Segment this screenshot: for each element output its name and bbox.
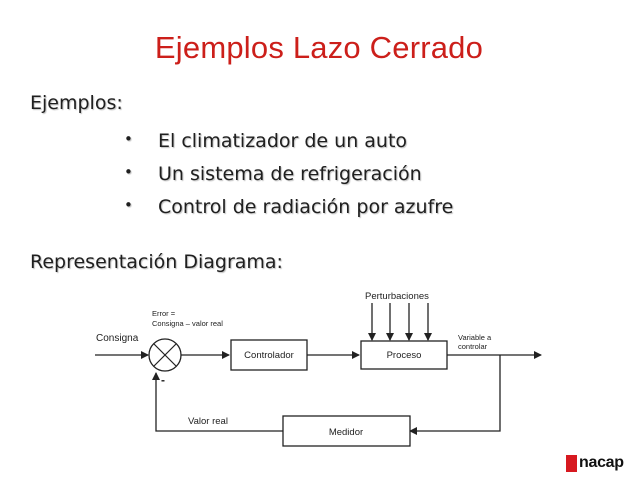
proceso-label: Proceso <box>387 350 422 361</box>
error-label-line2: Consigna – valor real <box>152 319 223 328</box>
controller-block <box>230 339 308 371</box>
list-item: •Control de radiación por azufre <box>124 196 454 218</box>
minus-sign: - <box>161 373 165 387</box>
bullet-icon: • <box>124 196 133 214</box>
variable-label-line2: controlar <box>458 342 488 351</box>
perturbaciones-label: Perturbaciones <box>365 291 429 302</box>
medidor-label: Medidor <box>329 427 363 438</box>
feedback-path-right <box>409 355 501 435</box>
feedback-path-left <box>152 372 283 432</box>
consigna-label: Consigna <box>96 333 139 344</box>
bullet-icon: • <box>124 130 133 148</box>
list-item: •Un sistema de refrigeración <box>124 163 422 185</box>
process-block <box>360 340 448 370</box>
variable-label-line1: Variable a <box>458 333 492 342</box>
examples-list: •El climatizador de un auto •Un sistema … <box>124 130 453 229</box>
valor-real-label: Valor real <box>188 416 228 427</box>
inacap-logo: nacap <box>566 452 624 474</box>
examples-heading: Ejemplos: <box>30 92 123 114</box>
summing-junction <box>148 338 182 372</box>
logo-text: nacap <box>579 454 624 471</box>
logo-mark-icon <box>566 454 577 472</box>
error-label-line1: Error = <box>152 309 176 318</box>
controlador-label: Controlador <box>244 350 294 361</box>
diagram-heading: Representación Diagrama: <box>30 251 283 273</box>
meter-block <box>282 415 411 447</box>
bullet-icon: • <box>124 163 133 181</box>
list-item: •El climatizador de un auto <box>124 130 408 152</box>
slide-title: Ejemplos Lazo Cerrado <box>154 30 484 65</box>
